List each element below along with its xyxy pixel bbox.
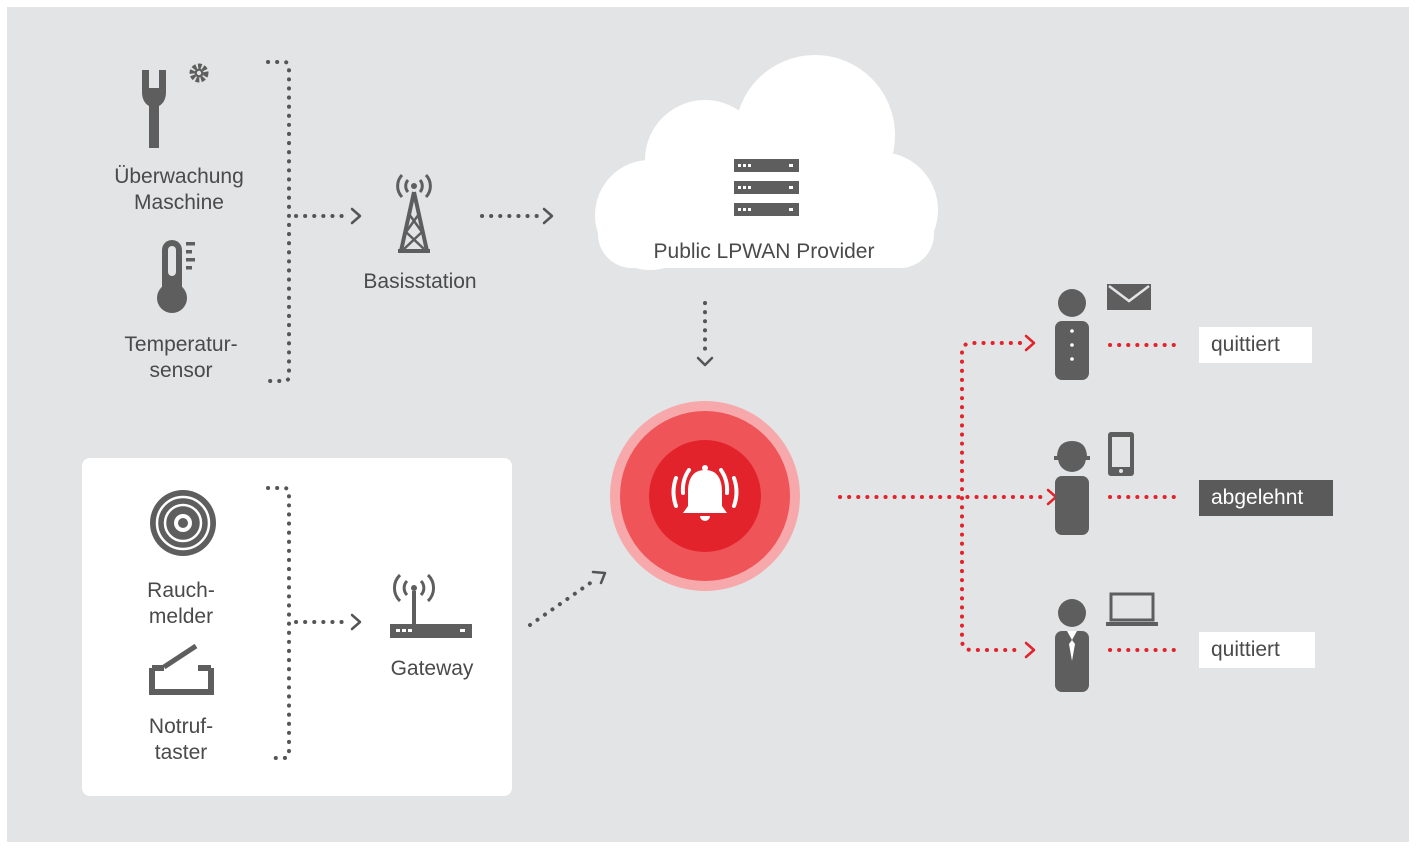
status-badge: abgelehnt — [1199, 480, 1333, 516]
server-icon — [734, 159, 799, 216]
antenna-tower-icon — [396, 173, 432, 253]
alarm-bell-icon — [610, 401, 800, 591]
gray-arrowheads — [350, 207, 714, 631]
machine-label-line2: Maschine — [134, 191, 224, 214]
machine-label-line1: Überwachung — [114, 165, 244, 188]
recipient-person-1 — [1055, 289, 1089, 380]
smartphone-icon — [1108, 432, 1134, 476]
machine-monitoring-label: Überwachung Maschine — [114, 164, 244, 216]
mail-icon — [1107, 284, 1151, 310]
base-station-label: Basisstation — [363, 270, 477, 293]
recipient-person-2 — [1054, 441, 1090, 535]
temperature-sensor-label: Temperatur- sensor — [124, 332, 237, 384]
recipient-person-3 — [1055, 599, 1089, 692]
laptop-icon — [1106, 592, 1158, 626]
emergency-button-label: Notruf- taster — [149, 714, 213, 766]
emergency-label-line2: taster — [154, 741, 208, 764]
smoke-detector-label: Rauch- melder — [147, 578, 215, 630]
emergency-switch-icon — [149, 643, 214, 695]
router-icon — [390, 573, 472, 638]
alarm-fanout-connectors — [838, 341, 1182, 652]
wrench-gear-icon — [142, 63, 209, 148]
thermometer-icon — [157, 240, 195, 313]
sensor-connectors — [266, 60, 707, 760]
temperature-label-line2: sensor — [149, 359, 213, 382]
smoke-detector-icon — [150, 490, 216, 556]
temperature-label-line1: Temperatur- — [124, 333, 238, 356]
emergency-label-line1: Notruf- — [148, 715, 214, 738]
smoke-label-line2: melder — [148, 605, 214, 628]
smoke-label-line1: Rauch- — [147, 579, 215, 602]
status-badge: quittiert — [1199, 327, 1312, 363]
cloud-provider-label: Public LPWAN Provider — [653, 240, 875, 263]
status-badge: quittiert — [1199, 632, 1315, 668]
gateway-label: Gateway — [390, 657, 474, 680]
